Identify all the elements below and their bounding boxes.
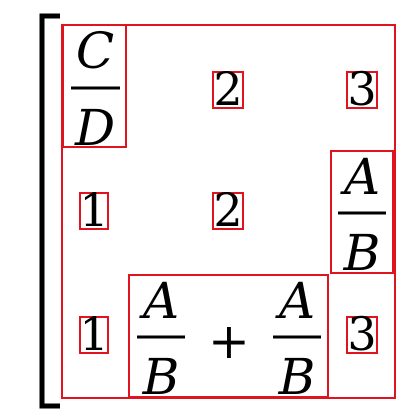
- cell-r2-c3-denominator: B: [343, 224, 381, 282]
- cell-r1-c3: 3: [347, 62, 376, 116]
- sum-left-denominator: B: [142, 348, 180, 406]
- sum-right-denominator: B: [278, 348, 316, 406]
- cell-r2-c3-box: [330, 150, 394, 274]
- cell-r1-c1-numerator: C: [76, 22, 114, 80]
- cell-r2-c1: 1: [79, 183, 108, 237]
- cell-r3-c1-box: [79, 316, 109, 354]
- sum-right-numerator: A: [275, 272, 315, 330]
- sum-plus-sign: +: [208, 312, 250, 370]
- cell-r3-c1: 1: [79, 307, 108, 361]
- cell-r2-c3-numerator: A: [340, 148, 380, 206]
- cell-r3-c3: 3: [347, 307, 376, 361]
- left-bracket: [39, 13, 60, 409]
- cell-r3-c3-box: [346, 316, 378, 354]
- cell-r2-c1-box: [79, 192, 109, 230]
- cell-r2-c2: 2: [213, 183, 242, 237]
- cell-r3-c2-box: [128, 274, 329, 398]
- cell-r2-c2-box: [212, 192, 244, 230]
- cell-r1-c2-box: [212, 71, 244, 109]
- cell-r1-c3-box: [346, 71, 378, 109]
- cell-r1-c1-denominator: D: [74, 99, 115, 157]
- sum-left-numerator: A: [139, 272, 179, 330]
- cell-r1-c2: 2: [213, 62, 242, 116]
- cell-r1-c1-box: [62, 24, 127, 148]
